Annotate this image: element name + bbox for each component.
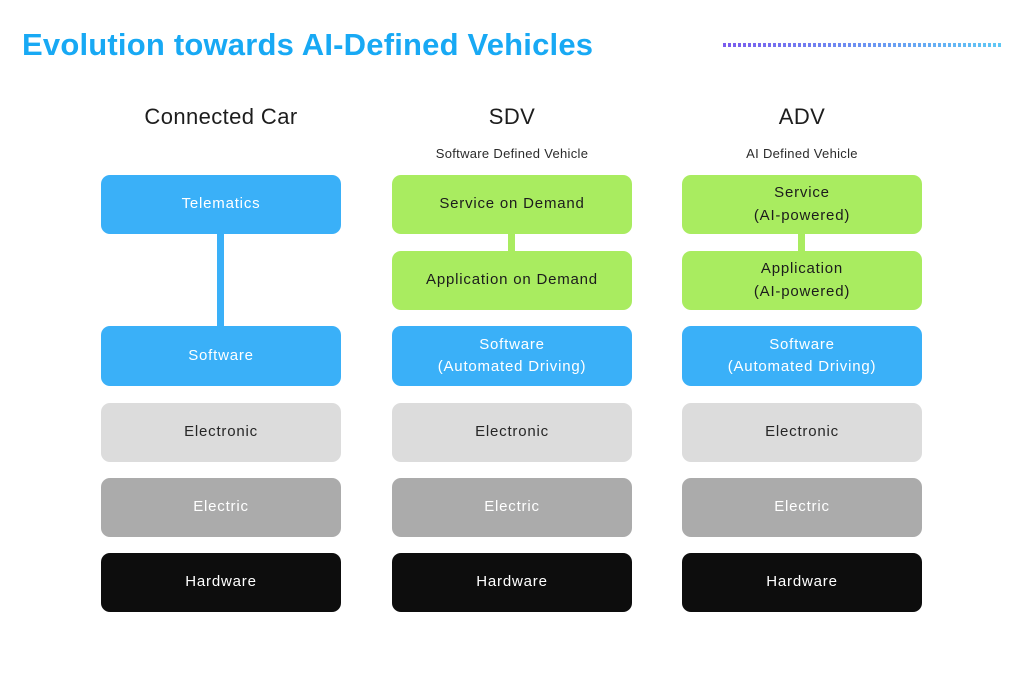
page-title: Evolution towards AI-Defined Vehicles bbox=[22, 27, 594, 62]
box-software-automated-driving-adv: Software (Automated Driving) bbox=[682, 326, 922, 386]
box-electric-sdv: Electric bbox=[392, 478, 632, 537]
box-telematics: Telematics bbox=[101, 175, 341, 234]
box-software-automated-driving-sdv: Software (Automated Driving) bbox=[392, 326, 632, 386]
box-hardware-adv: Hardware bbox=[682, 553, 922, 612]
connector-service-application-sdv bbox=[508, 234, 515, 253]
column-header-sdv: SDV bbox=[488, 104, 536, 129]
column-subtitle-sdv: Software Defined Vehicle bbox=[435, 146, 589, 161]
box-software: Software bbox=[101, 326, 341, 386]
gradient-dotted-divider bbox=[723, 43, 1001, 47]
box-application-ai-powered: Application (AI-powered) bbox=[682, 251, 922, 310]
column-header-adv: ADV bbox=[778, 104, 826, 129]
connector-service-application-adv bbox=[798, 234, 805, 253]
column-subtitle-adv: AI Defined Vehicle bbox=[746, 146, 858, 161]
box-electronic-connected: Electronic bbox=[101, 403, 341, 462]
box-service-on-demand: Service on Demand bbox=[392, 175, 632, 234]
box-electronic-adv: Electronic bbox=[682, 403, 922, 462]
box-electric-connected: Electric bbox=[101, 478, 341, 537]
box-hardware-sdv: Hardware bbox=[392, 553, 632, 612]
box-electric-adv: Electric bbox=[682, 478, 922, 537]
box-application-on-demand: Application on Demand bbox=[392, 251, 632, 310]
box-electronic-sdv: Electronic bbox=[392, 403, 632, 462]
box-hardware-connected: Hardware bbox=[101, 553, 341, 612]
box-service-ai-powered: Service (AI-powered) bbox=[682, 175, 922, 234]
connector-telematics-software bbox=[217, 234, 224, 328]
column-header-connected-car: Connected Car bbox=[144, 104, 298, 129]
